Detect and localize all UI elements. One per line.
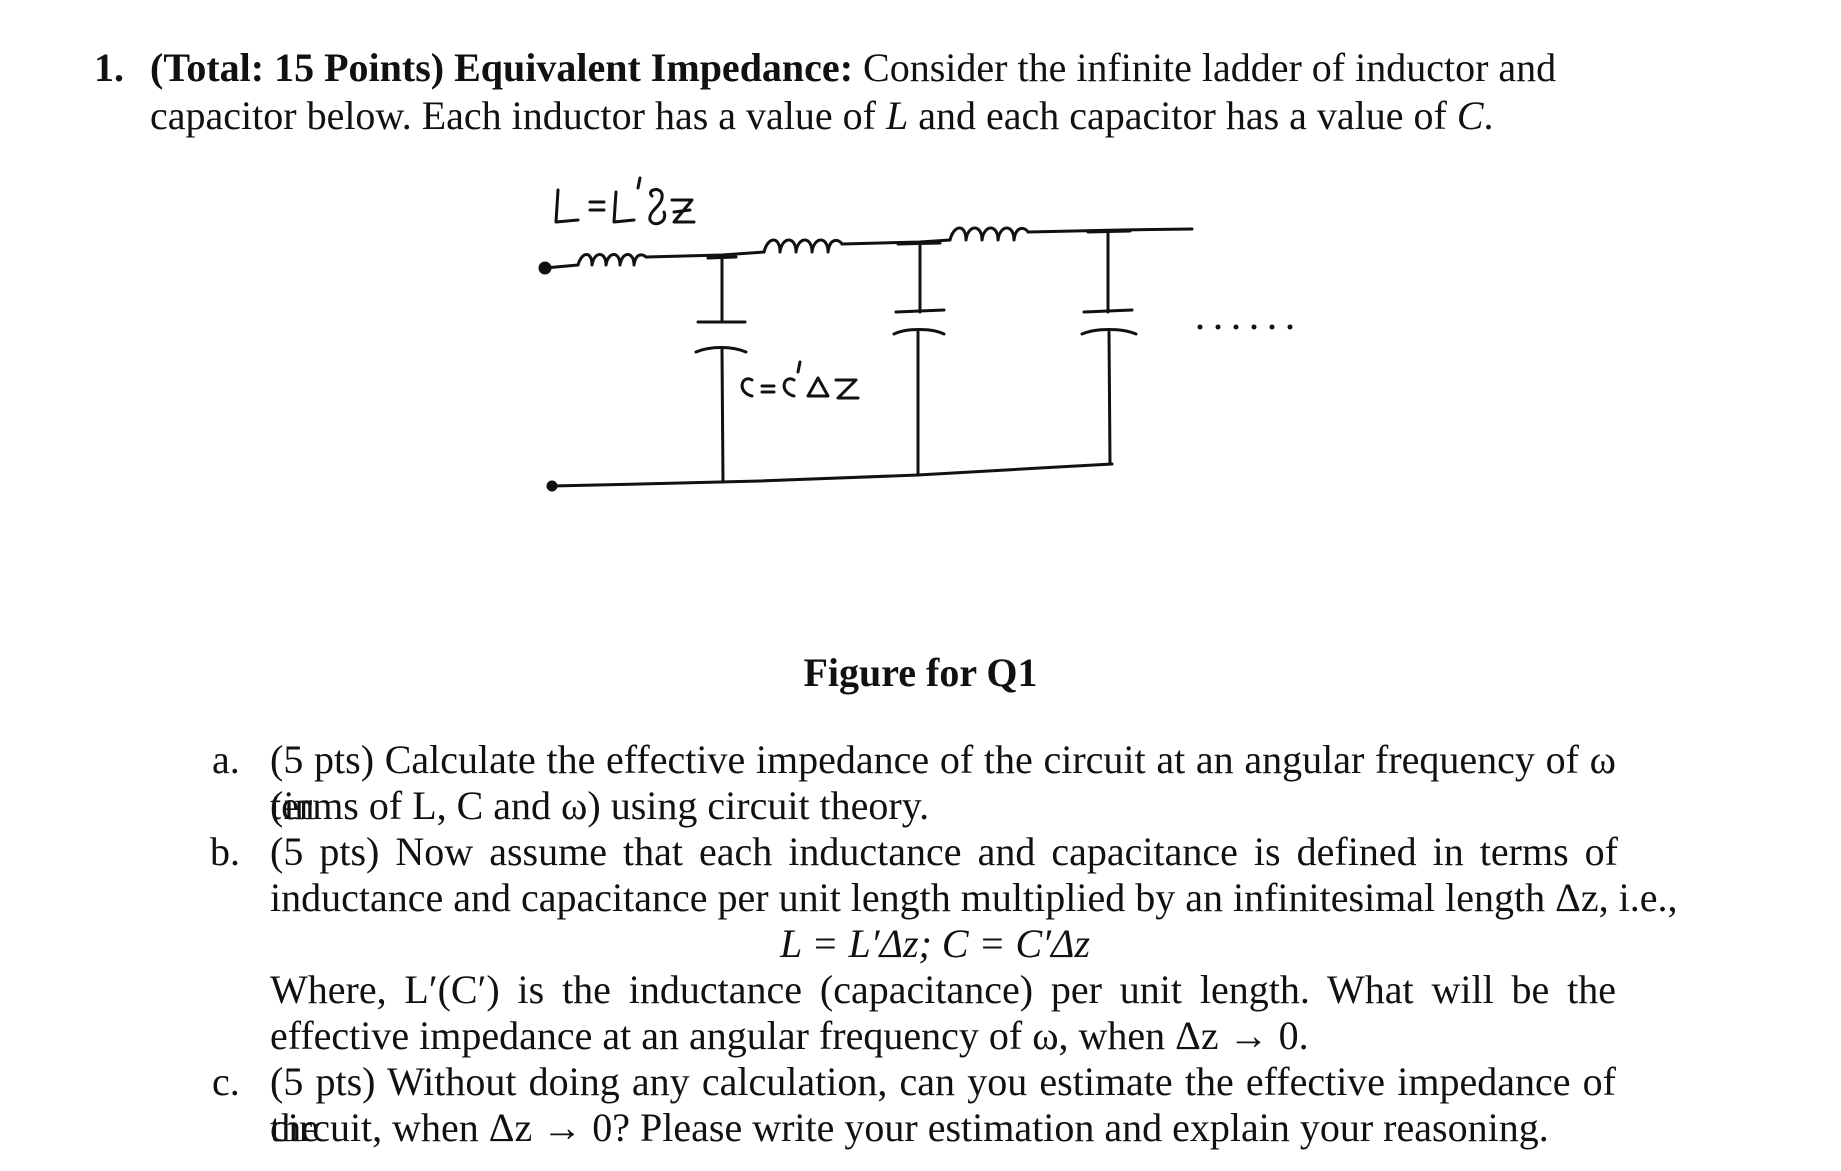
cap-2-plate-top (894, 308, 946, 314)
problem-intro-line-1: (Total: 15 Points) Equivalent Impedance:… (150, 45, 1618, 91)
wire-top-1 (644, 250, 766, 259)
intro-text-c: . (1483, 93, 1494, 138)
cap-3-plate-top (1082, 308, 1134, 314)
ellipsis-dots (1197, 324, 1293, 330)
part-a-marker: a. (212, 737, 240, 782)
symbol-L: L (885, 93, 909, 138)
cap-1-plate-bottom (694, 346, 748, 354)
cap-3-bottom-lead (1107, 330, 1112, 466)
part-b-line-4: effective impedance at an angular freque… (270, 1013, 1309, 1058)
cap-2-plate-bottom (892, 328, 946, 336)
problem-title: (Total: 15 Points) Equivalent Impedance: (150, 45, 854, 90)
cap-3-plate-bottom (1080, 328, 1138, 336)
problem-intro-text: Consider the infinite ladder of inductor… (863, 45, 1557, 90)
wire-input-top (543, 263, 580, 270)
intro-text-b: and each capacitor has a value of (908, 93, 1457, 138)
part-b-line-2: inductance and capacitance per unit leng… (270, 875, 1678, 920)
part-c-line-1: (5 pts) Without doing any calculation, c… (270, 1059, 1616, 1150)
part-a-line-2: terms of L, C and ω) using circuit theor… (270, 783, 930, 828)
figure-caption: Figure for Q1 (803, 650, 1038, 695)
intro-text-a: capacitor below. Each inductor has a val… (150, 93, 886, 138)
wire-bottom (550, 462, 1114, 488)
inductor-2 (762, 238, 844, 254)
label-L-handwriting (554, 176, 696, 226)
inductor-1 (576, 253, 648, 267)
part-b-line-3: Where, L′(C′) is the inductance (capacit… (270, 967, 1616, 1012)
part-b-equation: L = L′Δz; C = C′Δz (780, 921, 1091, 966)
problem-intro-line-2: capacitor below. Each inductor has a val… (150, 93, 1494, 139)
part-b-marker: b. (210, 829, 240, 874)
symbol-C: C (1456, 93, 1484, 138)
part-c-marker: c. (212, 1059, 240, 1104)
part-a-line-1: (5 pts) Calculate the effective impedanc… (270, 737, 1616, 828)
inductor-3 (948, 226, 1030, 242)
label-C-handwriting (740, 360, 860, 400)
part-c-line-2: circuit, when Δz → 0? Please write your … (270, 1105, 1549, 1150)
problem-number: 1. (94, 45, 124, 90)
cap-1-bottom-lead (720, 348, 725, 484)
part-b-line-1: (5 pts) Now assume that each inductance … (270, 829, 1618, 874)
